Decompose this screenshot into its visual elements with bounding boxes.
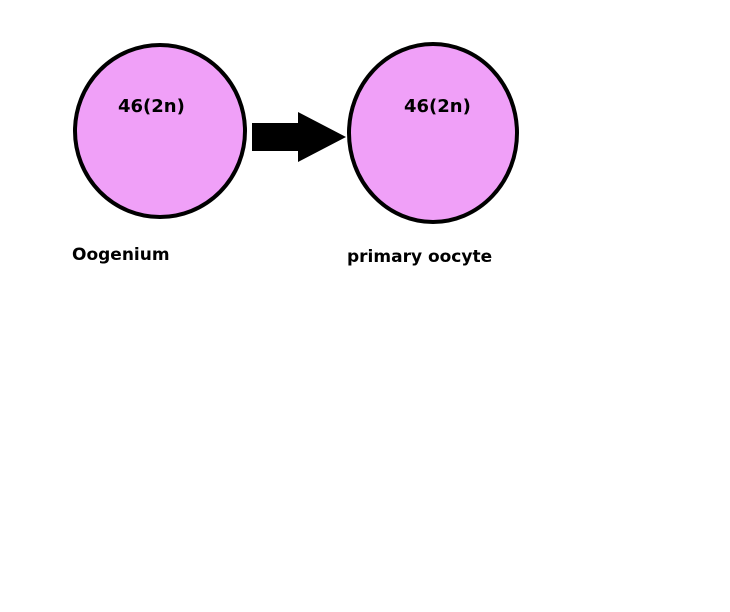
oogenium-cell [73, 43, 247, 219]
primary-oocyte-label: primary oocyte [347, 247, 493, 267]
oogenium-chromosome-label: 46(2n) [118, 96, 185, 117]
primary-oocyte-chromosome-label: 46(2n) [404, 96, 471, 117]
right-arrow-icon [252, 112, 346, 162]
primary-oocyte-cell [347, 42, 519, 224]
oogenium-label: Oogenium [72, 245, 170, 265]
